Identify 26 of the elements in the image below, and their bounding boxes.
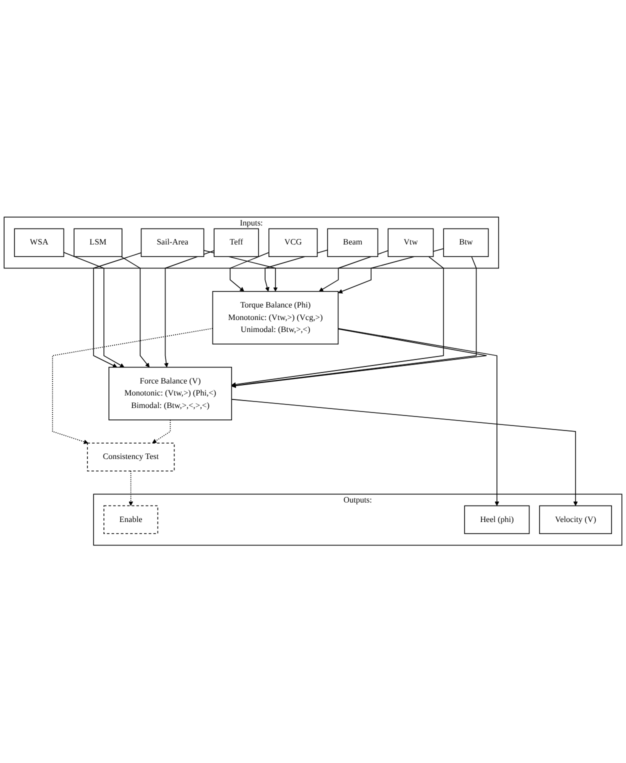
node-box: Torque Balance (Phi) Monotonic: (Vtw,>) (Vcg,>) Unimodal: (Btw,>,<): [212, 291, 339, 345]
node-box: Consistency Test: [87, 443, 175, 472]
node-box: Sail-Area: [140, 228, 204, 258]
arrow: [120, 256, 150, 368]
node-box: Teff: [214, 228, 259, 258]
node-box: Vtw: [388, 228, 434, 258]
node-box: Heel (phi): [464, 506, 530, 534]
node-box: Btw: [443, 228, 489, 258]
arrow: [93, 252, 142, 368]
node-box: LSM: [74, 228, 122, 258]
arrow: [338, 328, 500, 506]
node-box: Velocity (V): [539, 506, 612, 534]
arrow: [128, 470, 134, 506]
node-box: Force Balance (V) Monotonic: (Vtw,>) (Phi,<) Bimodal: (Btw,>,<,>,<): [108, 367, 232, 421]
node-box: Beam: [327, 228, 378, 258]
node-box: Enable: [104, 506, 158, 534]
arrow: [318, 250, 388, 292]
arrow: [152, 420, 171, 444]
node-box: VCG: [268, 228, 318, 258]
arrow: [52, 328, 214, 444]
arrow: [230, 252, 270, 292]
arrow: [231, 328, 487, 388]
arrow: [164, 250, 215, 368]
node-box: WSA: [14, 228, 64, 258]
arrow: [231, 399, 578, 506]
arrow: [63, 252, 124, 368]
